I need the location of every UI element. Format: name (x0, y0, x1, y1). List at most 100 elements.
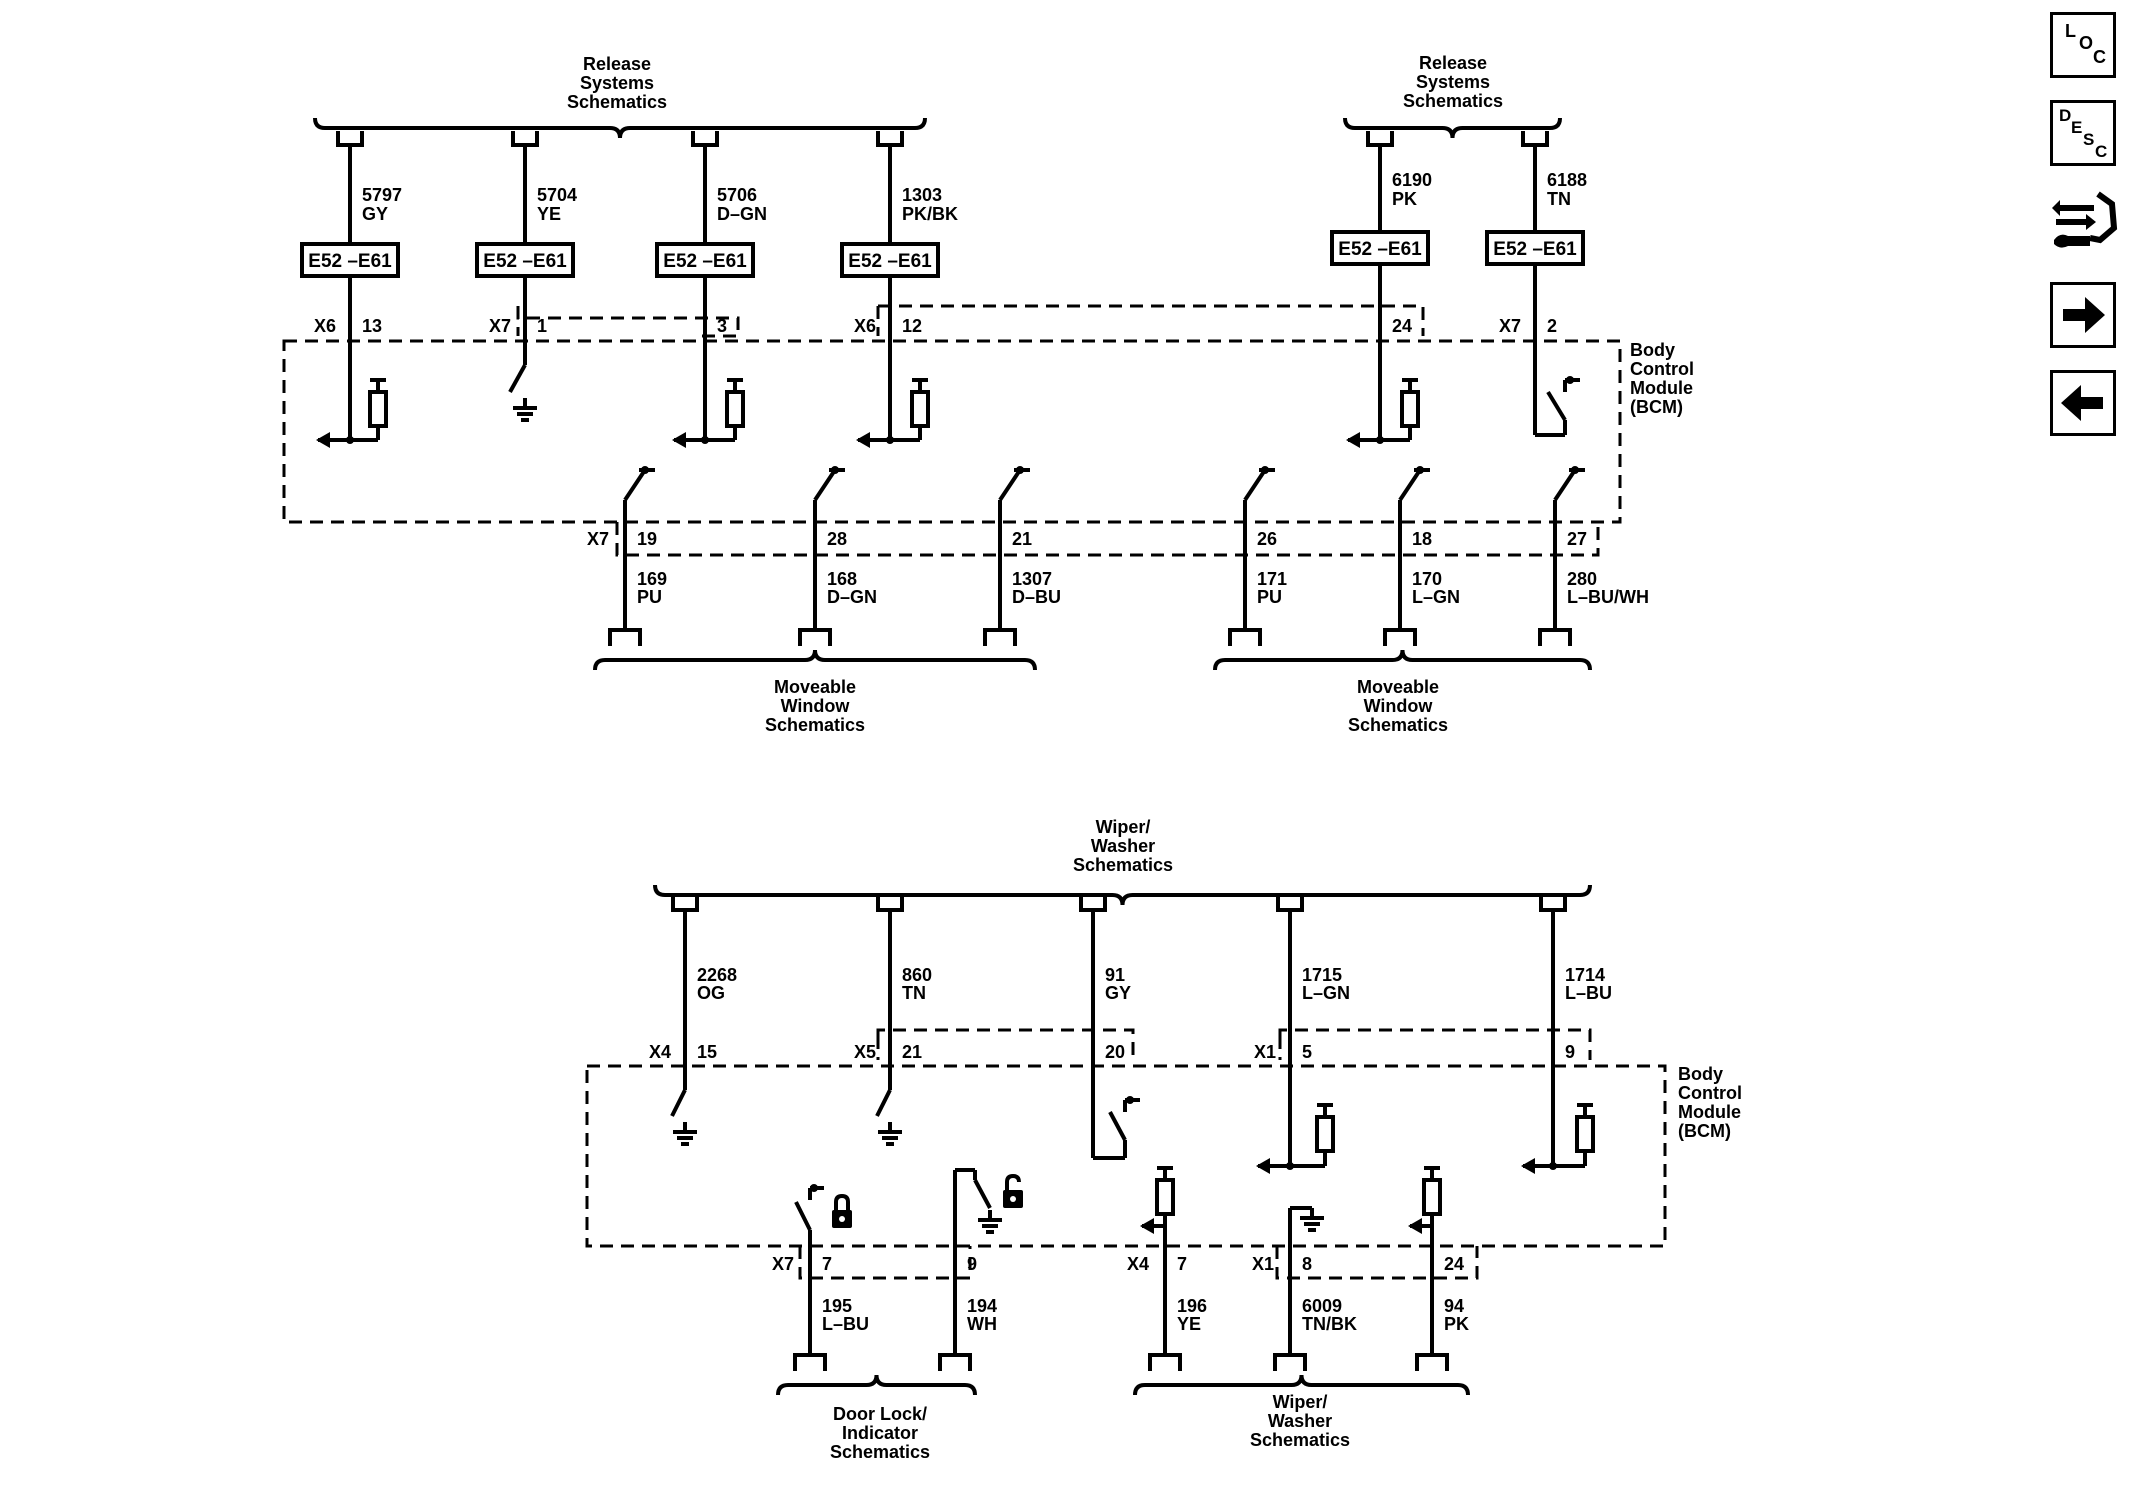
connector-release (511, 131, 539, 147)
junction-dot (1549, 1162, 1557, 1170)
pin-number: 1 (537, 316, 547, 336)
circuit-number: 6190 (1392, 170, 1432, 190)
connector-release (336, 131, 364, 147)
connector-outline-x5 (876, 1028, 1135, 1060)
footer-window-left: Schematics (765, 715, 865, 735)
junction-dot (1376, 436, 1384, 444)
switch-icon (508, 364, 527, 393)
junction-dot (1286, 1162, 1294, 1170)
pin-number: 26 (1257, 529, 1277, 549)
circuit-number: 1303 (902, 185, 942, 205)
connector-lower (1148, 1353, 1182, 1371)
connector-id: X4 (1127, 1254, 1149, 1274)
connector-window (798, 628, 832, 646)
arrow-right-icon[interactable] (2050, 282, 2116, 348)
wire-color: YE (1177, 1314, 1201, 1334)
bcm-label-top: Body (1630, 340, 1675, 360)
wire-color: TN (902, 983, 926, 1003)
footer-wiper-bottom: Schematics (1250, 1430, 1350, 1450)
junction-dot (1126, 1096, 1134, 1104)
switch-icon (1553, 468, 1577, 502)
splice-box (1485, 230, 1585, 266)
connector-id: X7 (1499, 316, 1521, 336)
circuit-number: 860 (902, 965, 932, 985)
pullup-resistor (1315, 1115, 1335, 1153)
input-arrow (1256, 1158, 1270, 1174)
wire-color: GY (362, 204, 388, 224)
connector-outline-x1 (1278, 1028, 1592, 1060)
circuit-number: 5704 (537, 185, 577, 205)
connector-id: X7 (489, 316, 511, 336)
pin-number: 5 (1302, 1042, 1312, 1062)
switch-icon (875, 1089, 892, 1117)
pullup-resistor (725, 390, 745, 428)
desc-icon[interactable]: D E S C (2050, 100, 2116, 166)
pin-number: 27 (1567, 529, 1587, 549)
header-release-left: Release (583, 54, 651, 74)
connector-outline-x7-bottom (798, 1246, 972, 1280)
pin-number: 21 (902, 1042, 922, 1062)
circuit-number: 2268 (697, 965, 737, 985)
circuit-number: 1715 (1302, 965, 1342, 985)
connector-window (1538, 628, 1572, 646)
connector-window (983, 628, 1017, 646)
pin-number: 15 (697, 1042, 717, 1062)
connector-lower (793, 1353, 827, 1371)
connector-wiper (1079, 896, 1107, 912)
pin-number: 20 (1105, 1042, 1125, 1062)
wire-color: L–BU/WH (1567, 587, 1649, 607)
loc-letter-l: L (2065, 21, 2076, 41)
connector-release (1521, 131, 1549, 147)
input-arrow (672, 432, 686, 448)
arrow-left-icon[interactable] (2050, 370, 2116, 436)
connector-wiper (1539, 896, 1567, 912)
splice-box-label: E52 –E61 (483, 251, 567, 272)
brace-release-right (1343, 117, 1562, 139)
wire-color: WH (967, 1314, 997, 1334)
wire-color: PK (1392, 189, 1417, 209)
wire-color: TN (1547, 189, 1571, 209)
switch-icon (831, 466, 839, 474)
header-release-right: Schematics (1403, 91, 1503, 111)
wire-color: PK/BK (902, 204, 958, 224)
wire-color: OG (697, 983, 725, 1003)
wire-color: YE (537, 204, 561, 224)
bcm-label-bottom: (BCM) (1678, 1121, 1731, 1141)
lock-closed-icon (834, 1193, 850, 1210)
footer-wiper-bottom: Washer (1268, 1411, 1332, 1431)
loc-icon[interactable]: L O C (2050, 12, 2116, 78)
switch-icon (670, 1089, 687, 1117)
circuit-number: 170 (1412, 569, 1442, 589)
connector-id: X4 (649, 1042, 671, 1062)
circuit-number: 171 (1257, 569, 1287, 589)
connector-id: X1 (1254, 1042, 1276, 1062)
switch-icon (973, 1179, 992, 1209)
brace-wiper-bottom (1133, 1374, 1470, 1396)
pin-number: 9 (967, 1254, 977, 1274)
connector-window (1383, 628, 1417, 646)
switch-icon (1416, 466, 1424, 474)
footer-window-right: Window (1364, 696, 1434, 716)
footer-window-left: Moveable (774, 677, 856, 697)
wire-color: D–GN (827, 587, 877, 607)
connector-release (691, 131, 719, 147)
circuit-number: 5797 (362, 185, 402, 205)
bcm-label-top: Control (1630, 359, 1694, 379)
pullup-resistor (1400, 390, 1420, 428)
desc-letter-d: D (2059, 106, 2071, 125)
switch-icon (1016, 466, 1024, 474)
input-arrow (316, 432, 330, 448)
connector-lower (1273, 1353, 1307, 1371)
connector-lower (1415, 1353, 1449, 1371)
brace-wiper-top (653, 884, 1592, 906)
connector-window (608, 628, 642, 646)
lock-closed-icon (839, 1216, 845, 1222)
connector-id: X6 (314, 316, 336, 336)
connector-id: X6 (854, 316, 876, 336)
footer-doorlock: Door Lock/ (833, 1404, 927, 1424)
input-arrow (1346, 432, 1360, 448)
connector-wrench-icon[interactable] (2050, 188, 2120, 258)
connector-id: X5 (854, 1042, 876, 1062)
footer-wiper-bottom: Wiper/ (1273, 1392, 1328, 1412)
circuit-number: 195 (822, 1296, 852, 1316)
